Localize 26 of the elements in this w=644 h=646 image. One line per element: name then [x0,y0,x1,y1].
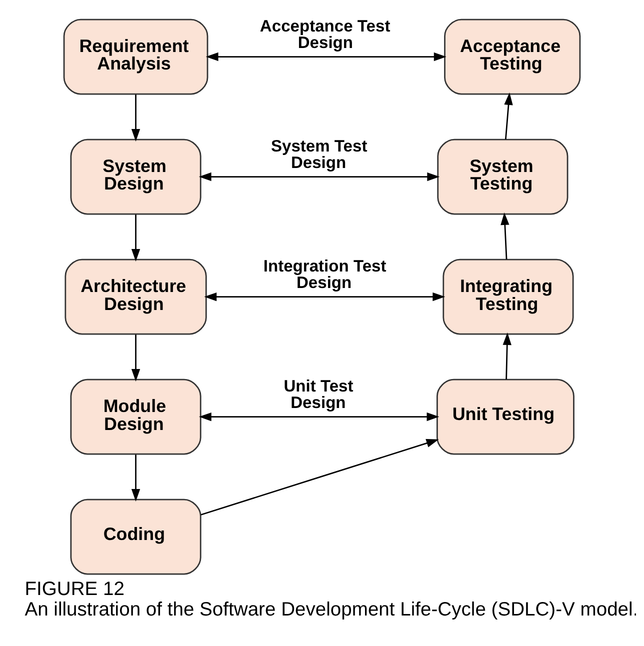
arrow [131,94,140,142]
arrow [131,334,140,382]
node-box: Unit Testing [436,378,574,455]
arrow [198,172,440,182]
edge-label: Unit Test Design [284,376,354,412]
arrow [198,412,440,422]
arrow [502,332,512,380]
arrow [206,52,446,62]
node-box: Acceptance Testing [444,18,581,95]
edge-label: Acceptance Test Design [260,16,390,52]
arrow [204,292,446,302]
arrow [200,438,439,516]
node-box: Coding [70,498,202,575]
diagram-title: FIGURE 12 [24,579,124,600]
edge-label: System Test Design [270,136,368,172]
node-box: Integrating Testing [442,258,574,335]
arrow [131,214,140,262]
node-box: System Testing [437,138,568,215]
arrow [504,92,513,140]
node-box: Architecture Design [64,258,207,335]
arrow [500,212,510,260]
edge-label: Integration Test Design [263,256,386,292]
node-box: Module Design [70,378,202,455]
node-box: Requirement Analysis [63,18,208,95]
arrow [131,454,140,502]
node-box: System Design [70,138,202,215]
